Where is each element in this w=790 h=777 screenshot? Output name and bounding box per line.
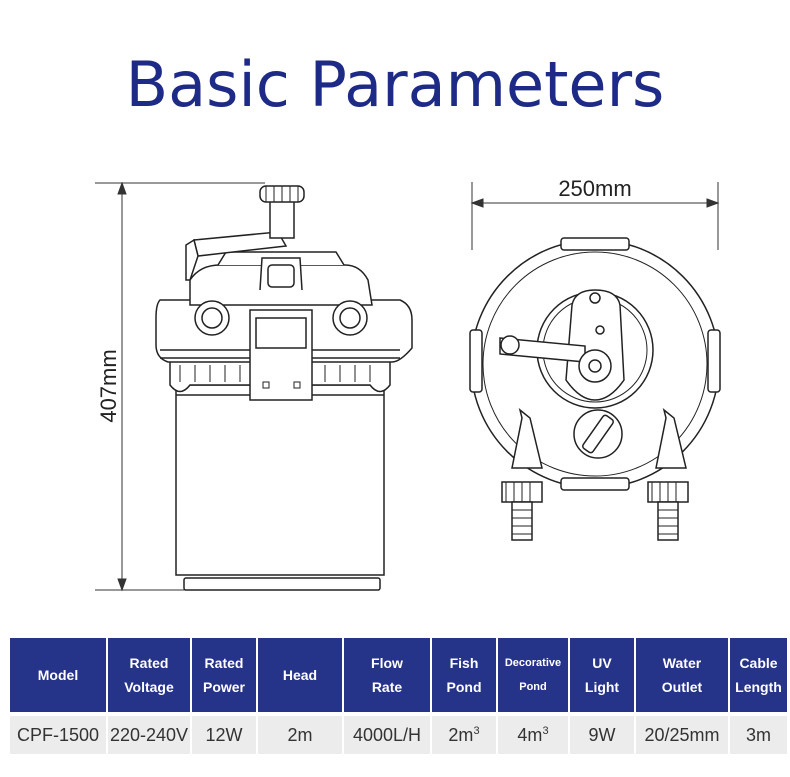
table-cell: 220-240V [108,712,190,754]
width-dimension [470,182,720,250]
width-dimension-label: 250mm [558,176,631,201]
filter-technical-drawing: 407mm [95,176,721,592]
table-cell: 4000L/H [344,712,430,754]
height-dimension-label: 407mm [96,349,121,422]
header-cell: Head [258,638,342,712]
filter-top-view [469,237,721,541]
table-cell: 4m3 [498,712,568,754]
page-title: Basic Parameters [125,48,665,121]
table-cell: 9W [570,712,634,754]
table-row: CPF-1500 220-240V 12W 2m 4000L/H 2m3 4m3… [10,712,787,754]
table-cell: 20/25mm [636,712,728,754]
header-cell: Model [10,638,106,712]
table-cell: 2m3 [432,712,496,754]
table-cell: 12W [192,712,256,754]
table-cell: 3m [730,712,787,754]
filter-side-view [155,185,413,591]
height-dimension [95,181,265,592]
table-cell: 2m [258,712,342,754]
table-cell: CPF-1500 [10,712,106,754]
